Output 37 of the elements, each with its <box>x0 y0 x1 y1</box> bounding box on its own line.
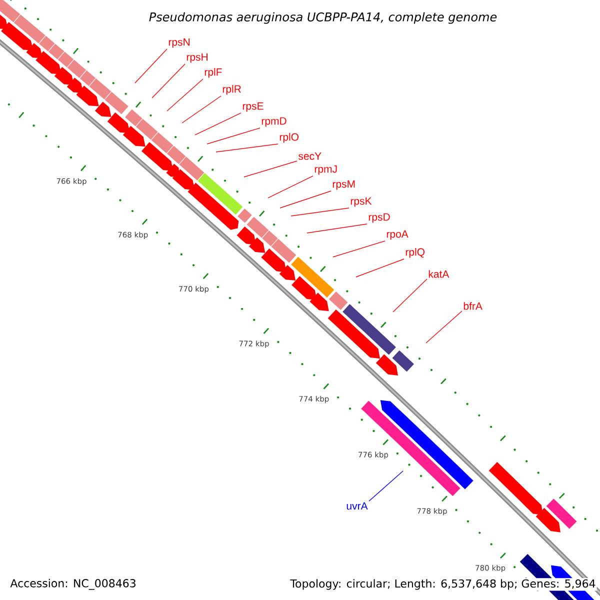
gene-label: rpoA <box>386 230 408 240</box>
leader-line <box>134 48 168 84</box>
gene-label: rpsE <box>242 102 264 112</box>
gene-label: rplF <box>204 68 222 78</box>
gene-label: rplQ <box>406 248 425 258</box>
gene-label: rpsD <box>368 213 390 223</box>
leader-line <box>356 258 404 278</box>
gene-label: uvrA <box>346 502 368 510</box>
gene-label: rpmD <box>262 117 286 127</box>
leader-line <box>244 160 298 178</box>
leader-line <box>268 176 314 198</box>
genome-stats-text: Topology: circular; Length: 6,537,648 bp; Genes: 5,964 <box>289 578 597 591</box>
gene-label: katA <box>428 270 450 278</box>
gene-label: rplO <box>280 133 299 143</box>
gene-label: rplR <box>222 85 241 95</box>
gene-label: rpsM <box>332 180 355 190</box>
leader-line <box>332 240 386 258</box>
leader-line <box>216 144 278 152</box>
leader-line <box>426 310 462 344</box>
leader-line <box>392 278 428 312</box>
leader-line <box>194 112 242 136</box>
gene-label: secY <box>298 152 322 160</box>
leader-line <box>306 224 368 234</box>
leader-line <box>368 470 404 502</box>
leader-line <box>152 64 186 98</box>
gene-label: rpmJ <box>314 165 337 175</box>
gene-label: rpsN <box>168 38 190 48</box>
leader-line <box>290 208 350 216</box>
accession-text: Accession: NC_008463 <box>10 578 136 590</box>
leader-line <box>206 128 260 144</box>
gene-label: rpsK <box>350 197 372 207</box>
leader-line <box>166 78 204 112</box>
gene-label: rpsH <box>186 53 208 63</box>
title: Pseudomonas aeruginosa UCBPP-PA14, complete genome <box>149 12 497 24</box>
leader-line <box>280 190 332 208</box>
gene-label: bfrA <box>464 302 482 310</box>
leader-line <box>182 96 222 124</box>
